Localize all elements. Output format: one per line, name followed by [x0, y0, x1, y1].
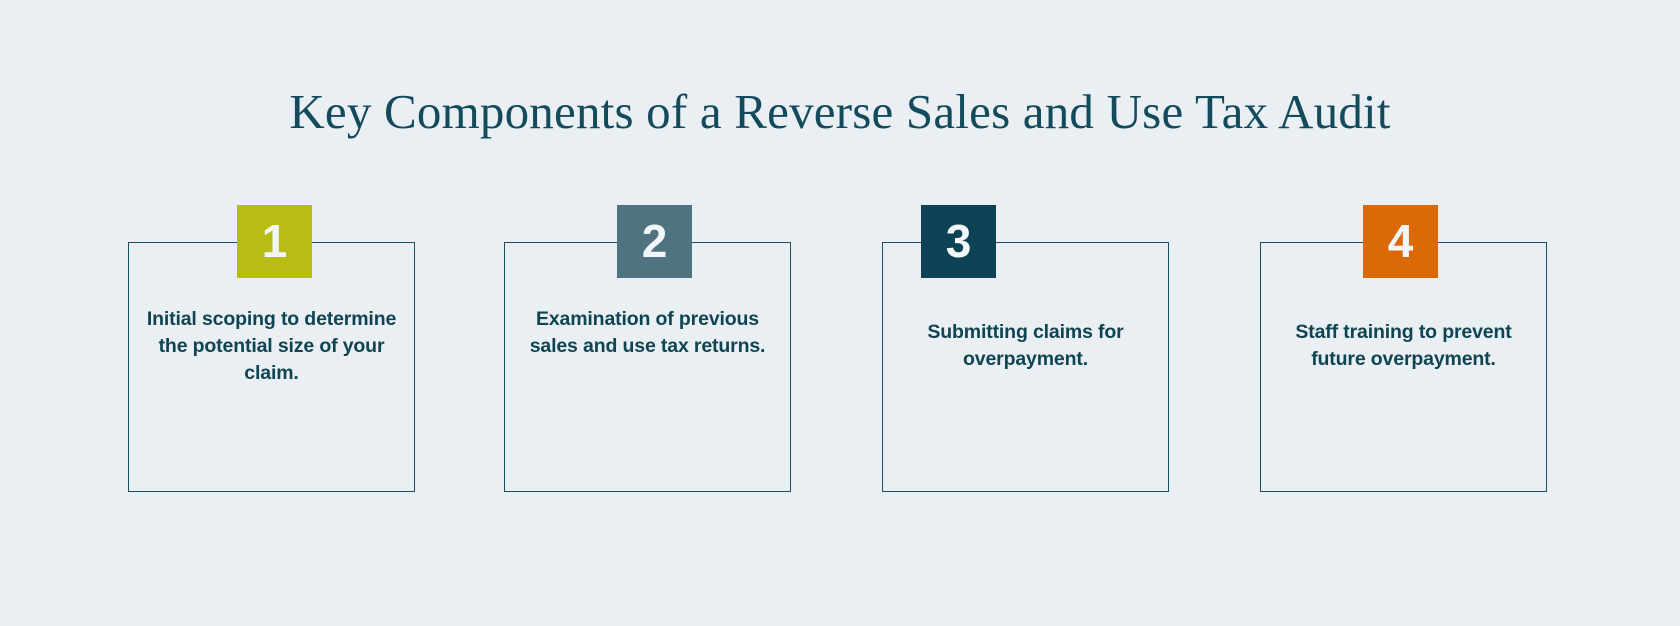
step-card-4-text: Staff training to prevent future overpay…	[1295, 321, 1512, 370]
step-badge-4: 4	[1363, 205, 1438, 278]
page-title: Key Components of a Reverse Sales and Us…	[289, 83, 1391, 139]
step-card-3-text: Submitting claims for overpayment.	[927, 321, 1124, 370]
step-badge-3: 3	[921, 205, 996, 278]
step-badge-1: 1	[237, 205, 312, 278]
step-card-1-text: Initial scoping to determine the potenti…	[146, 308, 397, 384]
steps-row: Initial scoping to determine the potenti…	[0, 205, 1680, 505]
step-card-4[interactable]: Staff training to prevent future overpay…	[1260, 242, 1547, 492]
step-badge-1-number: 1	[261, 214, 288, 267]
step-badge-3-number: 3	[945, 214, 972, 267]
step-card-2-text: Examination of previous sales and use ta…	[529, 308, 766, 357]
step-badge-2-number: 2	[641, 214, 668, 267]
step-badge-2: 2	[617, 205, 692, 278]
step-badge-4-number: 4	[1387, 214, 1414, 267]
step-card-2[interactable]: Examination of previous sales and use ta…	[504, 242, 791, 492]
step-card-1[interactable]: Initial scoping to determine the potenti…	[128, 242, 415, 492]
step-card-3[interactable]: Submitting claims for overpayment.	[882, 242, 1169, 492]
